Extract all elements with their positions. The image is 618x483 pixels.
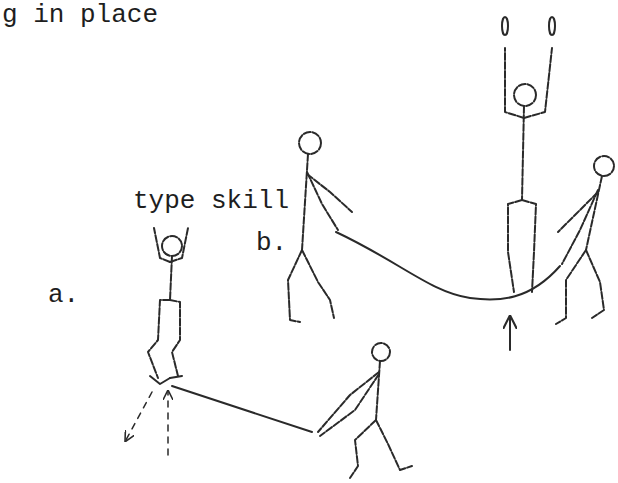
jump-arrow (167, 392, 169, 455)
jumper-figure-a (148, 228, 188, 384)
jump-arrow (509, 318, 511, 350)
turner-figure-b-left (288, 132, 352, 322)
rope (336, 232, 560, 299)
landing-arrow (126, 392, 152, 440)
figure-letter: b. (256, 230, 287, 256)
text-fragment: type skill (133, 188, 289, 214)
figure-letter: a. (48, 282, 79, 308)
turner-figure-a (318, 343, 412, 478)
text-fragment: g in place (2, 2, 158, 28)
rope (172, 386, 312, 432)
jumper-figure-b (502, 17, 555, 292)
turner-figure-b-right (556, 156, 614, 324)
